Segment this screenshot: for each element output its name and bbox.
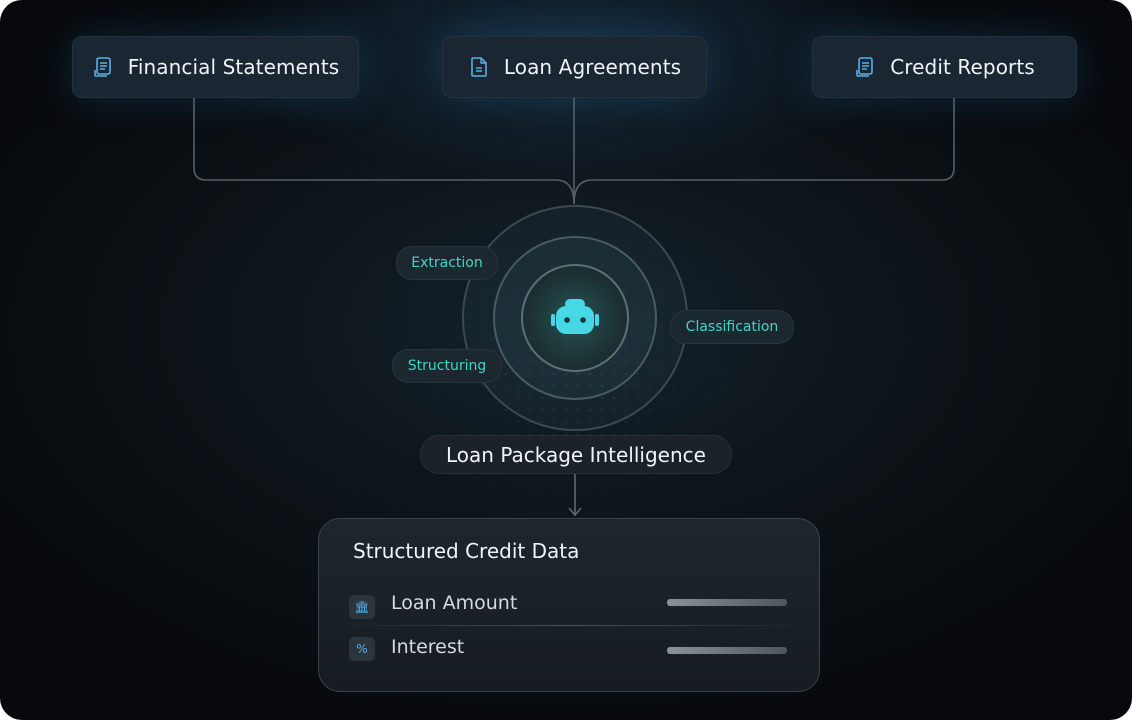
output-arrow-head	[568, 507, 582, 517]
document-icon	[471, 57, 487, 77]
robot-icon	[551, 299, 599, 334]
report-document-icon	[856, 57, 873, 77]
percent-icon: %	[349, 637, 375, 661]
structured-data-card: Structured Credit Data 🏛 Loan Amount % I…	[318, 518, 820, 692]
field-interest: Interest	[391, 636, 465, 658]
wire-credit-reports	[573, 96, 955, 205]
row-divider	[347, 625, 793, 626]
source-credit-reports[interactable]: Credit Reports	[812, 36, 1077, 98]
source-financial-statements[interactable]: Financial Statements	[72, 36, 359, 98]
process-classification: Classification	[670, 310, 794, 344]
process-structuring: Structuring	[392, 349, 502, 383]
card-title: Structured Credit Data	[353, 539, 580, 563]
source-label: Credit Reports	[890, 55, 1035, 79]
interest-value-bar	[667, 647, 787, 654]
source-label: Loan Agreements	[503, 55, 682, 79]
field-loan-amount: Loan Amount	[391, 592, 518, 614]
statement-document-icon	[93, 57, 111, 77]
loan-amount-value-bar	[667, 599, 787, 606]
engine-label: Loan Package Intelligence	[420, 435, 732, 474]
source-label: Financial Statements	[127, 55, 340, 79]
process-extraction: Extraction	[396, 246, 498, 280]
bank-icon: 🏛	[349, 595, 375, 619]
source-loan-agreements[interactable]: Loan Agreements	[442, 36, 707, 98]
wire-financial-statements	[193, 96, 575, 205]
